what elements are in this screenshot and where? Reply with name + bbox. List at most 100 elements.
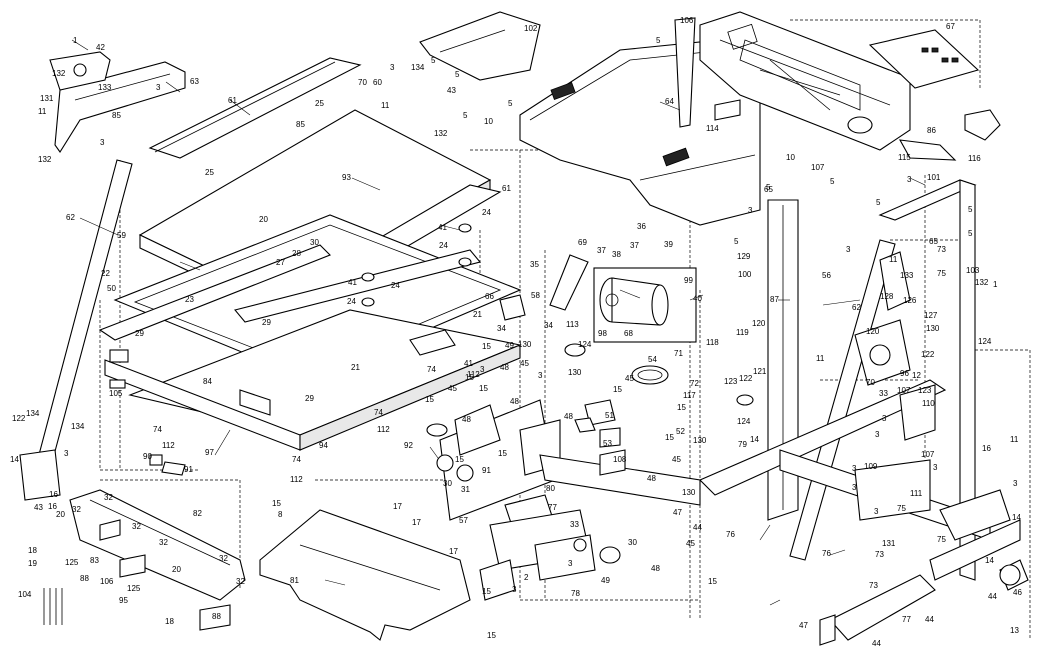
callout-129: 130	[926, 324, 940, 333]
callout-17b: 18	[165, 617, 174, 626]
callout-29: 30	[628, 538, 637, 547]
callout-42: 43	[447, 86, 456, 95]
callout-83: 84	[203, 377, 212, 386]
callout-77: 78	[571, 589, 580, 598]
callout-66: 67	[946, 22, 955, 31]
callout-73d: 74	[292, 455, 301, 464]
callout-1b: 1	[993, 280, 998, 289]
lower-left-rail	[69, 489, 246, 601]
callout-49: 50	[107, 284, 116, 293]
callout-69b: 70	[866, 378, 875, 387]
callout-22: 23	[185, 295, 194, 304]
callout-13d: 14	[10, 455, 19, 464]
callout-93: 94	[319, 441, 328, 450]
callout-59: 60	[373, 78, 382, 87]
left-upright	[19, 159, 133, 501]
callout-3e: 3	[748, 206, 753, 215]
callout-56: 57	[459, 516, 468, 525]
callout-74: 75	[937, 269, 946, 278]
callout-33: 34	[497, 324, 506, 333]
callout-90b: 91	[184, 465, 193, 474]
callout-3p: 3	[538, 371, 543, 380]
callout-19b: 20	[56, 510, 65, 519]
callout-14i: 15	[482, 342, 491, 351]
callout-61b: 62	[852, 303, 861, 312]
callout-5f: 5	[876, 198, 881, 207]
callout-74b: 75	[897, 504, 906, 513]
callout-46b: 47	[673, 508, 682, 517]
callout-3j: 3	[1013, 479, 1018, 488]
callout-76: 77	[902, 615, 911, 624]
callout-10e: 11	[1010, 435, 1019, 444]
callout-47: 48	[647, 474, 656, 483]
callout-21: 22	[101, 269, 110, 278]
callout-5i: 5	[968, 229, 973, 238]
callout-39: 40	[693, 294, 702, 303]
callout-23c: 24	[391, 281, 400, 290]
callout-43d: 44	[693, 523, 702, 532]
callout-5b: 5	[455, 70, 460, 79]
callout-1: 1	[73, 36, 78, 45]
callout-5d: 5	[656, 36, 661, 45]
callout-34: 35	[530, 260, 539, 269]
callout-117: 118	[706, 338, 719, 347]
callout-111c: 112	[377, 425, 390, 434]
callout-47c: 48	[564, 412, 573, 421]
console	[699, 11, 911, 151]
callout-61: 62	[66, 213, 75, 222]
callout-127: 128	[880, 292, 894, 301]
callout-111d: 112	[290, 475, 303, 484]
callout-15: 16	[982, 444, 991, 453]
small-console-parts	[674, 17, 1001, 161]
callout-3i: 3	[933, 463, 938, 472]
callout-33b: 34	[544, 321, 553, 330]
callout-44d: 45	[448, 384, 457, 393]
callout-98: 99	[684, 276, 693, 285]
callout-84: 85	[112, 111, 121, 120]
callout-75b: 76	[726, 530, 735, 539]
callout-120: 121	[753, 367, 767, 376]
callout-44b: 45	[686, 539, 695, 548]
callout-48b: 49	[505, 341, 514, 350]
callout-10b: 11	[381, 101, 390, 110]
callout-19: 20	[259, 215, 268, 224]
callout-124b: 125	[127, 584, 141, 593]
callout-86: 87	[770, 295, 779, 304]
callout-40b: 41	[438, 223, 447, 232]
callout-3n: 3	[568, 559, 573, 568]
callout-28c: 29	[305, 394, 314, 403]
callout-17: 18	[28, 546, 37, 555]
callout-18: 19	[28, 559, 37, 568]
callout-103: 104	[18, 590, 32, 599]
callout-72: 73	[937, 245, 946, 254]
callout-75: 76	[822, 549, 831, 558]
callout-70: 71	[674, 349, 683, 358]
callout-81: 82	[193, 509, 202, 518]
part-labels: 1 42 132 131 133 63 3 11 85 3 132 62 61 …	[10, 16, 1022, 648]
callout-43b: 44	[925, 615, 934, 624]
callout-92: 93	[342, 173, 351, 182]
callout-129d: 130	[568, 368, 582, 377]
callout-14d: 15	[482, 587, 491, 596]
callout-12: 13	[1010, 626, 1019, 635]
callout-119: 120	[866, 327, 880, 336]
callout-32: 33	[879, 389, 888, 398]
callout-3h: 3	[875, 430, 880, 439]
callout-112: 113	[566, 320, 579, 329]
callout-68: 69	[578, 238, 587, 247]
callout-126: 127	[924, 311, 938, 320]
callout-79: 80	[546, 484, 555, 493]
callout-3l: 3	[852, 483, 857, 492]
callout-132b: 133	[900, 271, 914, 280]
callout-105: 106	[680, 16, 694, 25]
callout-20: 21	[473, 310, 482, 319]
callout-3o: 3	[512, 585, 517, 594]
callout-7: 8	[278, 510, 283, 519]
callout-129c: 130	[682, 488, 696, 497]
callout-29c: 30	[310, 238, 319, 247]
callout-131c: 132	[434, 129, 448, 138]
callout-36b: 37	[630, 241, 639, 250]
callout-10d: 11	[816, 354, 825, 363]
callout-131: 132	[52, 69, 66, 78]
callout-40: 41	[464, 359, 473, 368]
